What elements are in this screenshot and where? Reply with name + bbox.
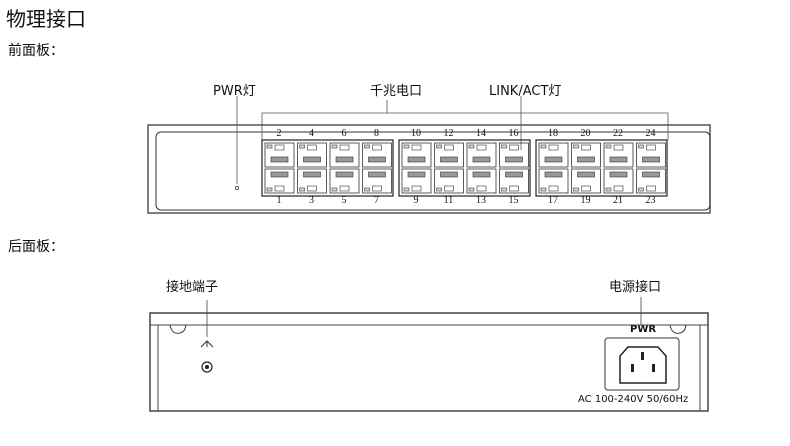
front-panel-heading: 前面板： (8, 43, 64, 59)
power-port-label: 电源接口 (609, 280, 662, 295)
rj45-port (434, 168, 464, 194)
link-act-led (501, 144, 507, 149)
rj45-port (571, 168, 601, 194)
port-number: 20 (580, 128, 591, 139)
port-group (535, 139, 668, 197)
link-act-led (540, 187, 547, 192)
port-number: 9 (413, 195, 419, 206)
rj45-port (499, 142, 529, 168)
link-act-led (403, 144, 410, 149)
link-act-led (573, 187, 579, 192)
pwr-led (234, 185, 239, 190)
port-number: 17 (548, 195, 558, 206)
port-group (398, 139, 531, 197)
link-act-led (540, 144, 547, 149)
rj45-port (434, 142, 464, 168)
rj45-port (538, 142, 569, 168)
port-number: 8 (374, 128, 379, 139)
link-act-led (605, 144, 612, 149)
port-number: 16 (508, 128, 519, 139)
rj45-port (636, 142, 666, 168)
link-act-led (364, 187, 370, 192)
rj45-port (603, 168, 634, 194)
power-spec: AC 100-240V 50/60Hz (578, 394, 689, 405)
ground-terminal-label: 接地端子 (166, 280, 219, 295)
link-act-led (468, 144, 475, 149)
link-act-led (436, 144, 442, 149)
link-act-led (266, 187, 273, 192)
rj45-port (329, 168, 360, 194)
link-act-led (638, 187, 644, 192)
rj45-port (297, 142, 327, 168)
port-number: 24 (645, 128, 656, 139)
rj45-port (466, 168, 497, 194)
pwr-led-label: PWR灯 (213, 84, 256, 99)
port-group (261, 139, 394, 197)
rj45-port (571, 142, 601, 168)
link-act-led-label: LINK/ACT灯 (489, 84, 562, 99)
port-number: 23 (645, 195, 656, 206)
link-act-led (299, 144, 305, 149)
link-act-led (501, 187, 507, 192)
port-number: 13 (476, 195, 486, 206)
rj45-port (466, 142, 497, 168)
port-number: 18 (548, 128, 558, 139)
port-number: 22 (613, 128, 623, 139)
link-act-led (299, 187, 305, 192)
ground-icon (200, 340, 214, 348)
rj45-port (362, 168, 392, 194)
rj45-port (401, 168, 432, 194)
rj45-port (401, 142, 432, 168)
link-act-led (573, 144, 579, 149)
port-number: 6 (341, 128, 347, 139)
front-panel-face (155, 131, 711, 211)
power-socket-icon (619, 346, 667, 384)
rj45-port (636, 168, 666, 194)
link-act-led (331, 187, 338, 192)
rj45-port (264, 142, 295, 168)
port-number: 15 (508, 195, 519, 206)
link-act-led (364, 144, 370, 149)
rj45-port (264, 168, 295, 194)
rj45-port (329, 142, 360, 168)
link-act-led (605, 187, 612, 192)
link-act-led (436, 187, 442, 192)
port-number: 11 (443, 195, 454, 206)
port-number: 7 (374, 195, 379, 206)
port-number: 14 (476, 128, 486, 139)
rj45-port (603, 142, 634, 168)
gigabit-ports-label: 千兆电口 (370, 84, 423, 99)
link-act-led (266, 144, 273, 149)
link-act-led (638, 144, 644, 149)
back-panel-chassis (149, 312, 709, 412)
port-number: 2 (276, 128, 282, 139)
rj45-port (538, 168, 569, 194)
port-number: 19 (580, 195, 591, 206)
port-number: 4 (309, 128, 314, 139)
port-number: 12 (443, 128, 454, 139)
rj45-port (362, 142, 392, 168)
rj45-port (499, 168, 529, 194)
back-panel-heading: 后面板： (8, 239, 64, 255)
link-act-led (331, 144, 338, 149)
ground-terminal (201, 361, 213, 373)
rj45-port (297, 168, 327, 194)
page-title: 物理接口 (6, 7, 86, 31)
power-socket-frame (604, 337, 680, 391)
port-number: 21 (613, 195, 623, 206)
port-number: 10 (411, 128, 421, 139)
link-act-led (468, 187, 475, 192)
ports-bracket (261, 112, 669, 140)
port-number: 1 (276, 195, 282, 206)
port-number: 3 (309, 195, 314, 206)
pwr-text: PWR (630, 324, 657, 335)
link-act-led (403, 187, 410, 192)
port-number: 5 (341, 195, 347, 206)
